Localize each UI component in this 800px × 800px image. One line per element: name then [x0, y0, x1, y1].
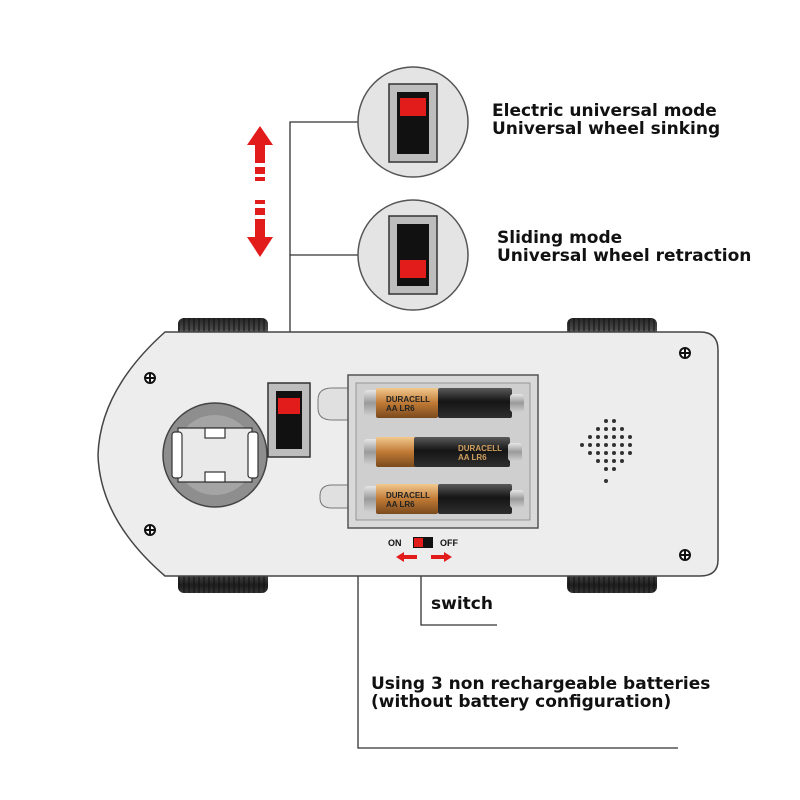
- electric-mode-title: Electric universal mode: [492, 101, 717, 121]
- batteries-note: (without battery configuration): [371, 692, 672, 712]
- mode-leader-line: [289, 121, 360, 256]
- sliding-mode-subtitle: Universal wheel retraction: [497, 246, 752, 266]
- screw-icons: [144, 347, 691, 561]
- left-right-arrows-icon: [396, 552, 452, 562]
- universal-wheel: [162, 402, 268, 508]
- svg-text:DURACELL: DURACELL: [386, 395, 430, 404]
- svg-text:AA LR6: AA LR6: [458, 453, 487, 462]
- dashed-down-arrow-icon: [247, 200, 273, 257]
- switch-off-label: OFF: [440, 538, 458, 548]
- electric-mode-subtitle: Universal wheel sinking: [492, 119, 721, 139]
- switch-on-label: ON: [388, 538, 402, 548]
- tab-bottom: [319, 484, 349, 509]
- battery-1: DURACELL AA LR6: [364, 388, 524, 418]
- battery-2: DURACELL AA LR6: [364, 437, 522, 467]
- detail-sliding-mode: [357, 199, 469, 311]
- svg-text:DURACELL: DURACELL: [386, 491, 430, 500]
- sliding-mode-title: Sliding mode: [497, 228, 623, 248]
- switch-label: switch: [431, 594, 493, 614]
- svg-text:AA LR6: AA LR6: [386, 500, 415, 509]
- tab-top: [317, 387, 349, 421]
- svg-text:DURACELL: DURACELL: [458, 444, 502, 453]
- mode-switch: [267, 382, 311, 458]
- dashed-up-arrow-icon: [247, 126, 273, 181]
- battery-3: DURACELL AA LR6: [364, 484, 524, 514]
- speaker-grille: [580, 419, 632, 483]
- detail-electric-mode: [357, 66, 469, 178]
- battery-leader-line: [357, 530, 678, 749]
- power-switch: [413, 537, 433, 548]
- batteries-label: Using 3 non rechargeable batteries: [371, 674, 711, 694]
- svg-text:AA LR6: AA LR6: [386, 404, 415, 413]
